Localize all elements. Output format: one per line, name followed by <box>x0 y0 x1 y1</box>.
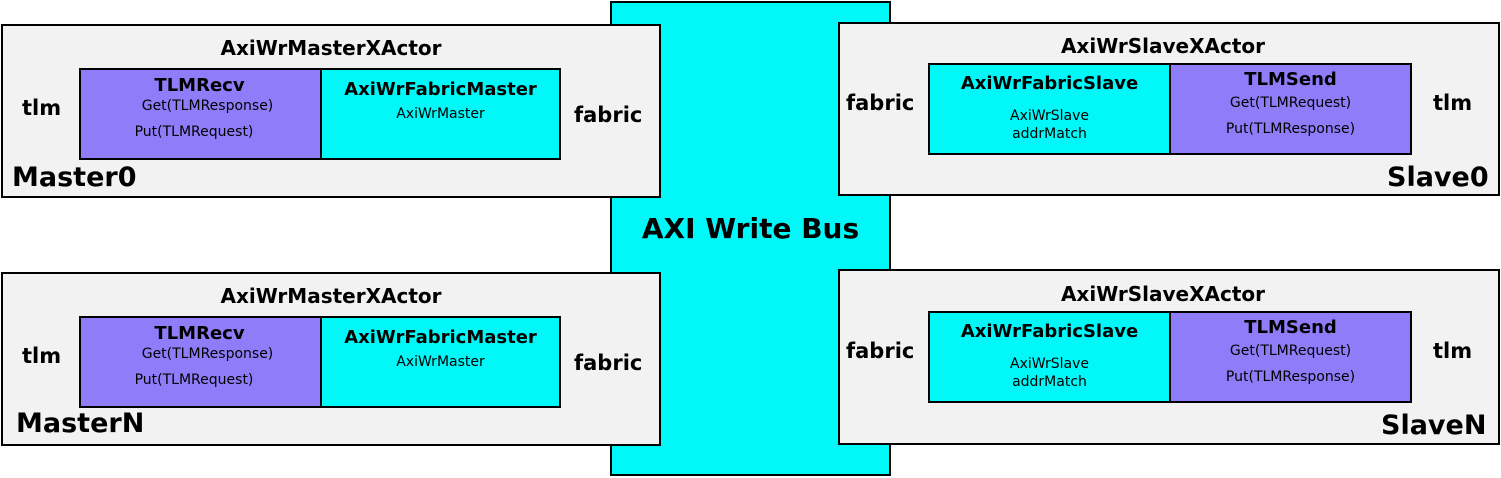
slave0-instance-label: Slave0 <box>1387 162 1489 193</box>
slaven-fabric-port: fabric <box>846 339 915 363</box>
mastern-instance-label: MasterN <box>16 408 145 439</box>
mastern-tlm-recv-line1: Get(TLMResponse) <box>141 346 274 362</box>
master0-actor-title: AxiWrMasterXActor <box>220 36 442 60</box>
bus-label: AXI Write Bus <box>641 212 860 245</box>
master0-tlm-recv-line1: Get(TLMResponse) <box>141 98 274 114</box>
slave0-actor-title: AxiWrSlaveXActor <box>1060 34 1266 58</box>
master0-fabric-box <box>320 68 561 160</box>
slaven-tlm-send-line1: Get(TLMRequest) <box>1229 343 1352 359</box>
master0-fabric-port: fabric <box>574 103 643 127</box>
slaven-tlm-send-title: TLMSend <box>1244 317 1337 338</box>
slave0-tlm-send-line1: Get(TLMRequest) <box>1229 95 1352 111</box>
mastern-tlm-recv-title: TLMRecv <box>154 323 245 344</box>
slaven-fabric-line2: addrMatch <box>1012 374 1087 390</box>
slaven-actor-title: AxiWrSlaveXActor <box>1060 282 1266 306</box>
slave0-fabric-title: AxiWrFabricSlave <box>960 73 1139 94</box>
mastern-actor-title: AxiWrMasterXActor <box>220 284 442 308</box>
master0-instance-label: Master0 <box>12 162 137 193</box>
slaven-fabric-line1: AxiWrSlave <box>1010 356 1089 372</box>
slaven-tlm-send-box <box>1169 311 1412 403</box>
mastern-fabric-port: fabric <box>574 351 643 375</box>
slave0-fabric-box <box>928 63 1171 155</box>
slaven-tlm-port: tlm <box>1433 339 1473 363</box>
master0-tlm-recv-title: TLMRecv <box>154 75 245 96</box>
slave0-fabric-port: fabric <box>846 91 915 115</box>
slaven-fabric-box <box>928 311 1171 403</box>
slave0-tlm-send-line2: Put(TLMResponse) <box>1225 121 1356 137</box>
slaven-fabric-title: AxiWrFabricSlave <box>960 321 1139 342</box>
mastern-fabric-line1: AxiWrMaster <box>396 354 485 370</box>
slave0-tlm-send-box <box>1169 63 1412 155</box>
master0-tlm-recv-line2: Put(TLMRequest) <box>134 124 254 140</box>
slaven-tlm-send-line2: Put(TLMResponse) <box>1225 369 1356 385</box>
master0-tlm-recv-box <box>79 68 322 160</box>
slaven-instance-label: SlaveN <box>1381 410 1487 441</box>
mastern-tlm-recv-line2: Put(TLMRequest) <box>134 372 254 388</box>
slave0-tlm-port: tlm <box>1433 91 1473 115</box>
slave0-tlm-send-title: TLMSend <box>1244 69 1337 90</box>
mastern-tlm-recv-box <box>79 316 322 408</box>
mastern-tlm-port: tlm <box>22 344 62 368</box>
master0-fabric-line1: AxiWrMaster <box>396 106 485 122</box>
mastern-fabric-box <box>320 316 561 408</box>
mastern-fabric-title: AxiWrFabricMaster <box>344 327 537 348</box>
master0-tlm-port: tlm <box>22 96 62 120</box>
slave0-fabric-line1: AxiWrSlave <box>1010 108 1089 124</box>
master0-fabric-title: AxiWrFabricMaster <box>344 79 537 100</box>
slave0-fabric-line2: addrMatch <box>1012 126 1087 142</box>
